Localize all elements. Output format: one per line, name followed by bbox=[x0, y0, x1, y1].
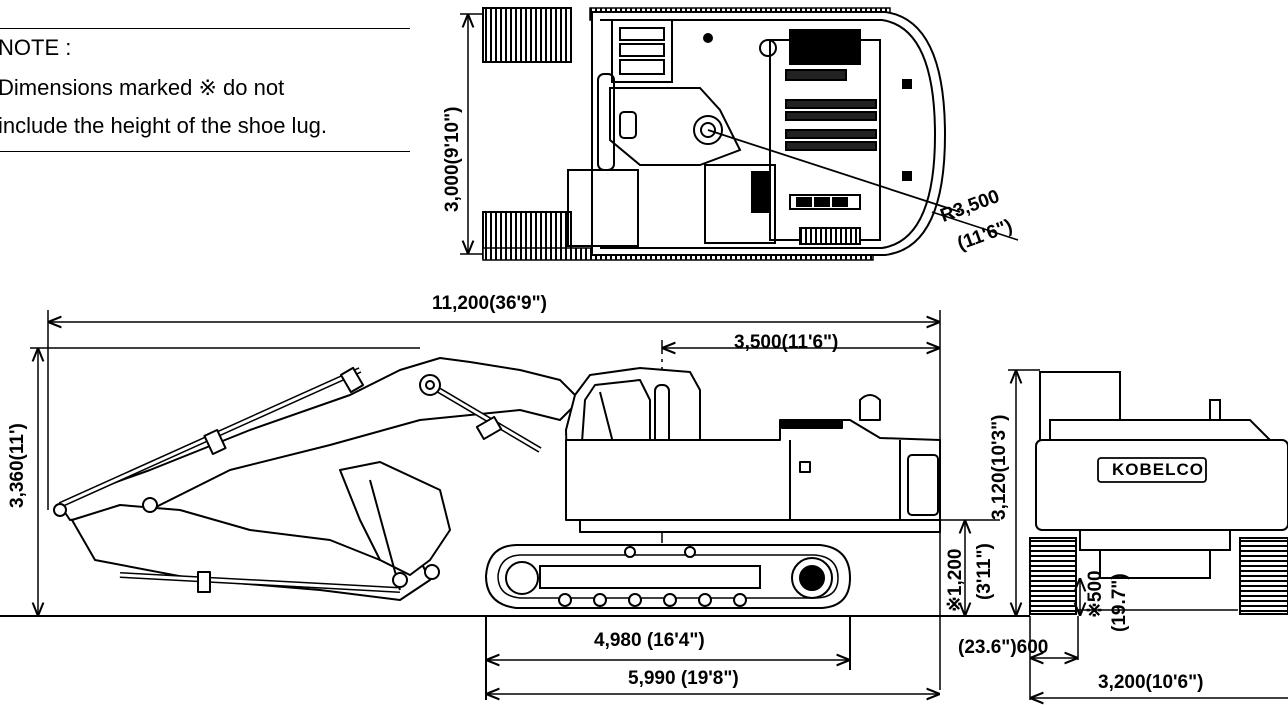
top-view-body bbox=[567, 11, 961, 256]
rear-ground-clearance-label: ※500 bbox=[1085, 570, 1106, 618]
note-title: NOTE : bbox=[0, 35, 72, 60]
rear-overall-width-label: 3,200(10'6") bbox=[1098, 672, 1204, 693]
side-view-undercarriage bbox=[484, 544, 852, 700]
tumbler-distance-label: 4,980 (16'4") bbox=[594, 630, 705, 651]
rear-view-dimensions bbox=[1008, 369, 1288, 700]
tail-swing-label: 3,500(11'6") bbox=[734, 332, 839, 353]
side-view-front-attachment bbox=[53, 357, 581, 601]
top-view-width-label: 3,000(9'10") bbox=[442, 106, 463, 212]
overall-length-label: 11,200(36'9") bbox=[432, 293, 547, 314]
brand-plate-label: KOBELCO bbox=[1112, 460, 1204, 479]
side-view-upper-structure bbox=[565, 367, 941, 533]
track-length-label: 5,990 (19'8") bbox=[628, 668, 739, 689]
side-view-height-dimension bbox=[30, 347, 420, 616]
counterweight-clearance-imperial-label: (3'11") bbox=[974, 543, 995, 600]
note-box: NOTE : Dimensions marked ※ do not includ… bbox=[0, 28, 410, 152]
rear-ground-clearance-imperial-label: (19.7") bbox=[1109, 573, 1130, 632]
shoe-width-label: (23.6")600 bbox=[958, 637, 1049, 658]
note-line-2: include the height of the shoe lug. bbox=[0, 113, 328, 138]
counterweight-clearance-label: ※1,200 bbox=[945, 548, 966, 612]
top-view-radius-leader bbox=[931, 211, 1019, 241]
note-line-1: Dimensions marked ※ do not bbox=[0, 75, 285, 100]
rear-cab-height-label: 3,120(10'3") bbox=[989, 414, 1010, 520]
top-view-width-dimension bbox=[460, 13, 482, 255]
overall-height-label: 3,360(11') bbox=[7, 423, 28, 508]
side-view-bottom-dimensions bbox=[486, 519, 1000, 694]
rear-view-drawing bbox=[1029, 371, 1288, 615]
